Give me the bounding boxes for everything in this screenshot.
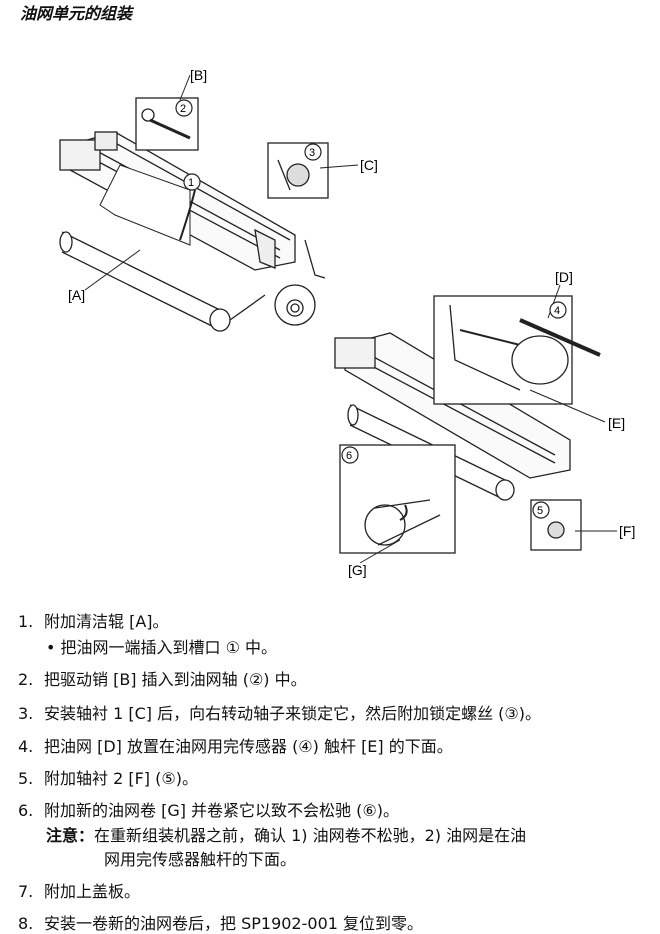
step-8: 8. 安装一卷新的油网卷后，把 SP1902-001 复位到零。 — [18, 910, 423, 934]
step-1-text: 附加清洁辊 [A]。 — [44, 612, 169, 631]
step-7-text: 附加上盖板。 — [44, 882, 141, 901]
step-1-bullet: • 把油网一端插入到槽口 ① 中。 — [46, 638, 278, 657]
callout-f: [F] — [619, 523, 635, 539]
step-number: 4. — [18, 737, 34, 756]
step-3: 3. 安装轴衬 1 [C] 后，向右转动轴子来锁定它，然后附加锁定螺丝 (③)。 — [18, 700, 541, 724]
cleaning-roller — [59, 231, 266, 332]
step-4-text: 把油网 [D] 放置在油网用完传感器 (④) 触杆 [E] 的下面。 — [44, 737, 453, 756]
assembly-illustration: [B] [C] [A] [D] [E] [F] [G] 1 2 3 4 5 6 — [59, 67, 635, 578]
note-line2: 网用完传感器触杆的下面。 — [104, 850, 297, 869]
step-5: 5. 附加轴衬 2 [F] (⑤)。 — [18, 765, 198, 789]
step-number: 1. — [18, 612, 34, 631]
step-1: 1. 附加清洁辊 [A]。 — [18, 608, 169, 632]
note-line1: 在重新组装机器之前，确认 1) 油网卷不松驰，2) 油网是在油 — [94, 826, 527, 845]
circled-3: 3 — [309, 147, 315, 159]
step-5-text: 附加轴衬 2 [F] (⑤)。 — [44, 769, 198, 788]
callout-a: [A] — [68, 287, 85, 303]
step-number: 3. — [18, 704, 34, 723]
note-label: 注意： — [46, 826, 95, 845]
callout-b: [B] — [190, 67, 207, 83]
step-number: 2. — [18, 670, 34, 689]
step-6: 6. 附加新的油网卷 [G] 并卷紧它以致不会松驰 (⑥)。 — [18, 797, 399, 821]
step-7: 7. 附加上盖板。 — [18, 878, 140, 902]
callout-d: [D] — [555, 269, 573, 285]
circled-2: 2 — [180, 103, 186, 115]
step-3-text: 安装轴衬 1 [C] 后，向右转动轴子来锁定它，然后附加锁定螺丝 (③)。 — [44, 704, 542, 723]
circled-6: 6 — [346, 450, 352, 462]
step-6-text: 附加新的油网卷 [G] 并卷紧它以致不会松驰 (⑥)。 — [44, 801, 399, 820]
circled-5: 5 — [537, 505, 543, 517]
callout-c: [C] — [360, 157, 378, 173]
note: 注意：在重新组装机器之前，确认 1) 油网卷不松驰，2) 油网是在油 — [46, 822, 526, 846]
step-8-text: 安装一卷新的油网卷后，把 SP1902-001 复位到零。 — [44, 914, 424, 933]
circled-1: 1 — [188, 177, 194, 189]
page-title: 油网单元的组装 — [20, 4, 133, 23]
callout-g: [G] — [348, 562, 367, 578]
step-number: 8. — [18, 914, 34, 933]
step-number: 5. — [18, 769, 34, 788]
step-2-text: 把驱动销 [B] 插入到油网轴 (②) 中。 — [44, 670, 307, 689]
circled-4: 4 — [554, 305, 560, 317]
step-2: 2. 把驱动销 [B] 插入到油网轴 (②) 中。 — [18, 666, 307, 690]
step-number: 7. — [18, 882, 34, 901]
callout-e: [E] — [608, 415, 625, 431]
insert-arrow — [179, 189, 196, 241]
step-number: 6. — [18, 801, 34, 820]
step-4: 4. 把油网 [D] 放置在油网用完传感器 (④) 触杆 [E] 的下面。 — [18, 733, 453, 757]
